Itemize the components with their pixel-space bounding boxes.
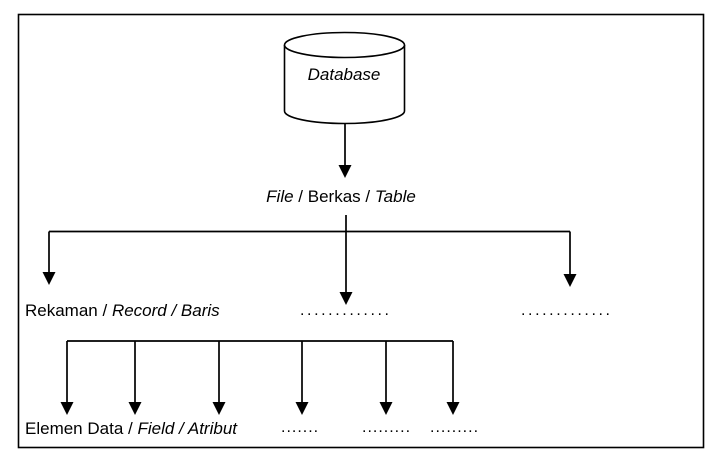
arrowhead [563,274,577,287]
level2-dots-middle: ............. [300,302,392,319]
arrow-left-branch [42,231,56,285]
database-cylinder [283,31,406,125]
level3-dots-1: ....... [281,419,319,436]
arrowhead [379,402,393,415]
database-label: Database [308,65,381,84]
arrowhead [339,292,353,305]
arrow-field-2 [128,341,142,415]
arrowhead [446,402,460,415]
arrow-db-to-file [338,123,352,178]
arrowhead [295,402,309,415]
arrowhead [128,402,142,415]
level2-label: Rekaman / Record / Baris [25,301,220,320]
level3-dots-2: ......... [362,419,411,436]
arrow-right-branch [563,231,577,287]
arrowhead [42,272,56,285]
arrow-middle-branch [339,215,353,305]
arrow-field-1 [60,341,74,415]
cylinder-top [283,31,406,59]
arrowhead [338,165,352,178]
arrow-field-6 [446,341,460,415]
arrowhead [212,402,226,415]
level3-dots-3: ......... [430,419,479,436]
arrow-field-5 [379,341,393,415]
arrowhead [60,402,74,415]
level1-label: File / Berkas / Table [266,187,416,206]
arrow-field-3 [212,341,226,415]
arrow-field-4 [295,341,309,415]
level3-label: Elemen Data / Field / Atribut [25,419,238,438]
level2-dots-right: ............. [521,302,613,319]
